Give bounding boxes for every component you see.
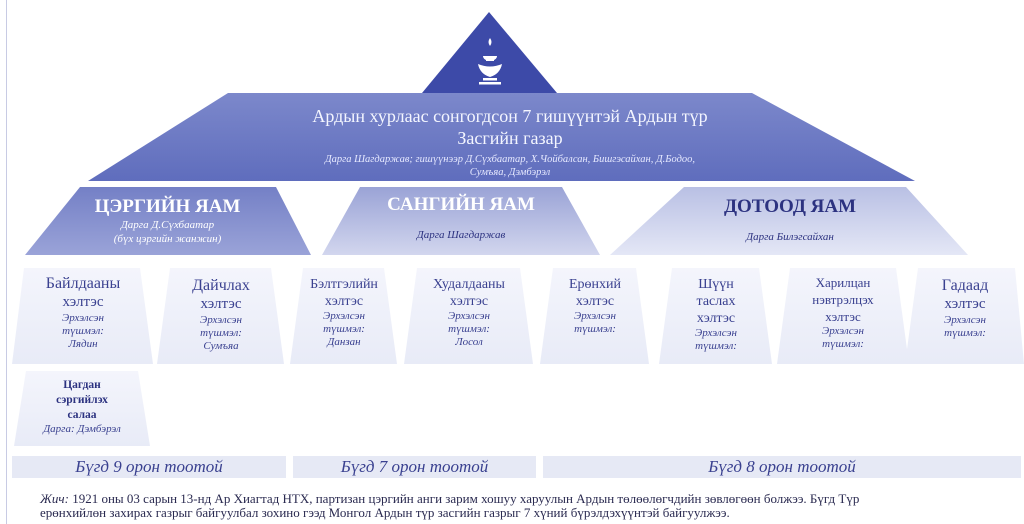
department-label: Худалдааны: [433, 277, 505, 292]
branch-head: Дарга: Дэмбэрэл: [43, 423, 121, 435]
department-label: Харилцан: [815, 275, 871, 290]
branch-box: [14, 371, 150, 446]
dept-box-2: [157, 268, 284, 364]
ministry-finance-block: [322, 187, 600, 255]
branch-label: Цагдан: [63, 379, 101, 391]
department-label: Ерөнхий: [568, 277, 622, 292]
department-official-name: Лосол: [455, 336, 483, 348]
department-label: хэлтэс: [696, 311, 736, 326]
government-title-line2: Засгийн газар: [457, 128, 563, 148]
government-block: [88, 93, 915, 181]
department-official: түшмэл:: [448, 323, 490, 335]
ministry-finance-head: Дарга Шагдаржав: [416, 229, 506, 241]
ministry-finance-title: САНГИЙН ЯАМ: [387, 194, 535, 215]
ministry-interior: ДОТООД ЯАМ Дарга Билэгсайхан: [640, 196, 940, 244]
ministry-interior-title: ДОТООД ЯАМ: [723, 196, 857, 217]
police-branch: Цагдан сэргийлэх салаа Дарга: Дэмбэрэл: [16, 378, 148, 436]
department-official: түшмэл:: [62, 325, 104, 337]
total-interior: Бүгд 8 орон тоотой: [708, 457, 856, 476]
department-official: түшмэл:: [323, 323, 365, 335]
totals-band-3: [543, 456, 1021, 478]
department-official-name: Лядин: [68, 338, 98, 350]
department-label: хэлтэс: [324, 294, 364, 309]
department-official: Эрхэлсэн: [574, 310, 616, 322]
branch-label: сэргийлэх: [56, 394, 108, 406]
footnote: Жич: 1921 оны 03 сарын 13-нд Ар Хиагтад …: [40, 492, 1020, 520]
ministry-military-title: ЦЭРГИЙН ЯАМ: [94, 196, 241, 217]
dept-box-8: [905, 268, 1024, 364]
department-label: Дайчлах: [192, 277, 250, 294]
department-label: Шүүн: [698, 277, 734, 292]
ministry-finance: САНГИЙН ЯАМ Дарга Шагдаржав: [330, 194, 592, 242]
dept-box-3: [290, 268, 397, 364]
department-mobilization: Дайчлах хэлтэс Эрхэлсэн түшмэл: Сумъяа: [160, 276, 282, 353]
dept-box-4: [404, 268, 533, 364]
department-label: нэвтрэлцэх: [812, 292, 874, 307]
department-label: таслах: [696, 294, 736, 309]
department-label: Байлдааны: [45, 275, 121, 292]
department-official: Эрхэлсэн: [944, 314, 986, 326]
department-official: Эрхэлсэн: [323, 310, 365, 322]
soyombo-emblem-icon: [478, 38, 502, 85]
footnote-line2: ерөнхийлөн захирах газрыг байгуулбал зох…: [40, 505, 730, 520]
government-title-line1: Ардын хурлаас сонгогдсон 7 гишүүнтэй Ард…: [312, 106, 708, 126]
department-supply: Бэлтгэлийн хэлтэс Эрхэлсэн түшмэл: Данза…: [292, 276, 396, 349]
department-official: түшмэл:: [695, 340, 737, 352]
department-general: Ерөнхий хэлтэс Эрхэлсэн түшмэл:: [542, 276, 648, 336]
department-label: Гадаад: [941, 277, 989, 294]
dept-box-6: [659, 268, 772, 364]
apex-triangle: [422, 12, 557, 93]
department-label: хэлтэс: [575, 294, 615, 309]
ministry-interior-head: Дарга Билэгсайхан: [746, 231, 834, 243]
department-official: Эрхэлсэн: [200, 314, 242, 326]
department-judicial: Шүүн таслах хэлтэс Эрхэлсэн түшмэл:: [661, 276, 771, 353]
department-label: Бэлтгэлийн: [310, 277, 378, 292]
department-label: хэлтэс: [449, 294, 489, 309]
department-official: Эрхэлсэн: [62, 312, 104, 324]
department-official: Эрхэлсэн: [822, 325, 864, 337]
department-official-name: Сумъяа: [203, 340, 239, 352]
department-trade: Худалдааны хэлтэс Эрхэлсэн түшмэл: Лосол: [406, 276, 532, 349]
department-label: хэлтэс: [200, 296, 242, 312]
ministry-military-block: [25, 187, 311, 255]
total-military: Бүгд 9 орон тоотой: [75, 457, 223, 476]
department-label: хэлтэс: [62, 294, 104, 310]
government-title: Ардын хурлаас сонгогдсон 7 гишүүнтэй Ард…: [250, 105, 770, 149]
government-members: Дарга Шагдаржав; гишүүнээр Д.Сүхбаатар, …: [270, 153, 750, 179]
department-official: түшмэл:: [822, 338, 864, 350]
ministry-military-head: Дарга Д.Сүхбаатар: [120, 219, 215, 231]
dept-box-5: [540, 268, 649, 364]
department-communications: Харилцан нэвтрэлцэх хэлтэс Эрхэлсэн түшм…: [779, 274, 907, 351]
branch-label: салаа: [67, 409, 97, 421]
total-finance: Бүгд 7 орон тоотой: [340, 457, 489, 476]
department-label: хэлтэс: [825, 309, 861, 324]
ministry-interior-block: [610, 187, 968, 255]
footnote-label: Жич:: [40, 491, 69, 506]
department-official: түшмэл:: [944, 327, 986, 339]
government-members-line2: Сумъяа, Дэмбэрэл: [469, 167, 551, 178]
department-combat: Байлдааны хэлтэс Эрхэлсэн түшмэл: Лядин: [14, 274, 152, 351]
department-official: түшмэл:: [200, 327, 242, 339]
department-official: Эрхэлсэн: [695, 327, 737, 339]
dept-box-1: [12, 268, 153, 364]
totals-band-1: [12, 456, 286, 478]
ministry-military: ЦЭРГИЙН ЯАМ Дарга Д.Сүхбаатар (бүх цэрги…: [30, 196, 305, 246]
government-members-line1: Дарга Шагдаржав; гишүүнээр Д.Сүхбаатар, …: [324, 154, 696, 165]
left-border-line: [6, 0, 7, 524]
footnote-line1: 1921 оны 03 сарын 13-нд Ар Хиагтад НТХ, …: [68, 491, 860, 506]
totals-band-2: [293, 456, 536, 478]
dept-box-7: [777, 268, 909, 364]
ministry-military-role: (бүх цэргийн жанжин): [113, 233, 222, 245]
department-official: Эрхэлсэн: [448, 310, 490, 322]
department-foreign: Гадаад хэлтэс Эрхэлсэн түшмэл:: [907, 276, 1023, 340]
department-official-name: Данзан: [327, 336, 361, 348]
department-label: хэлтэс: [944, 296, 986, 312]
department-official: түшмэл:: [574, 323, 616, 335]
